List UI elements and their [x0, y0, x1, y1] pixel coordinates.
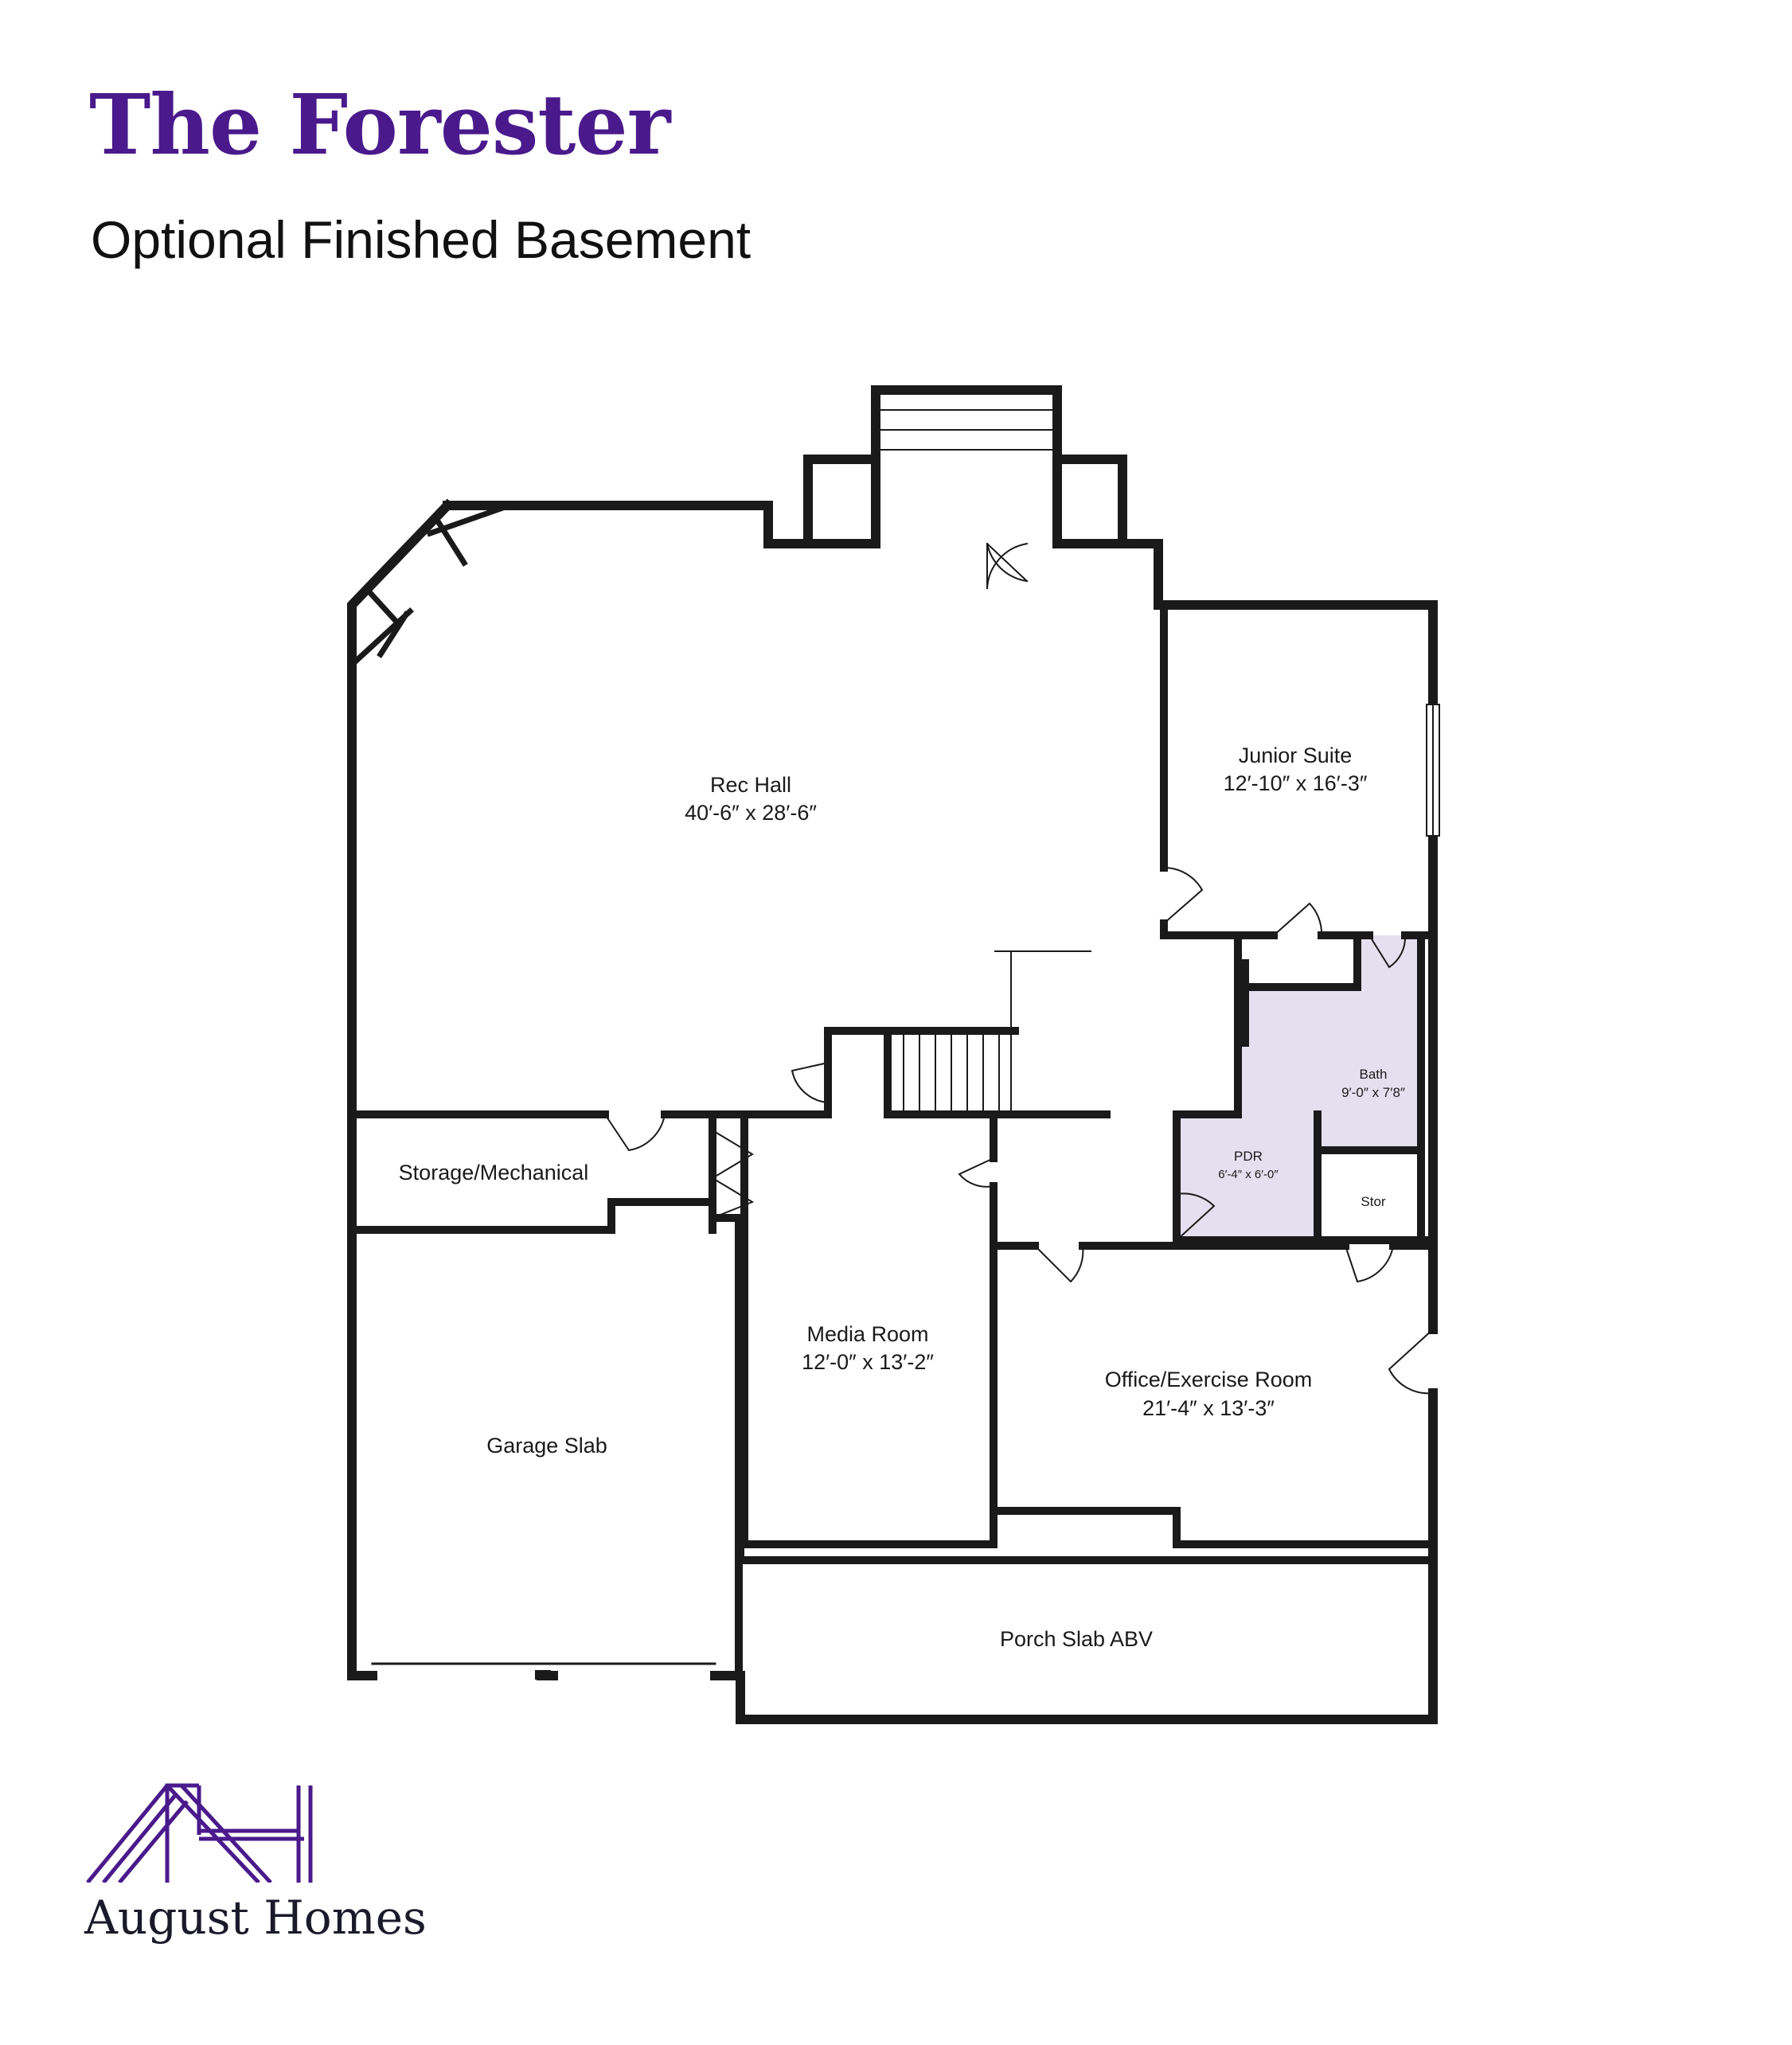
- office-dims: 21′-4″ x 13′-3″: [1142, 1396, 1275, 1420]
- junior-suite-name: Junior Suite: [1239, 743, 1353, 767]
- brand-name: August Homes: [84, 1891, 427, 1945]
- door-swing-pdr: [1175, 1192, 1216, 1242]
- junior-suite-window: [1426, 704, 1440, 837]
- entry-stairs: [875, 409, 1058, 451]
- door-swing-storage: [603, 1113, 666, 1152]
- corner-closets: [348, 501, 513, 669]
- rec-hall-name: Rec Hall: [710, 773, 791, 797]
- interior-stairs: [903, 950, 1091, 1111]
- door-swing-entry: [986, 542, 1029, 583]
- plan-title: The Forester: [89, 76, 670, 174]
- media-room-dims: 12′-0″ x 13′-2″: [802, 1350, 934, 1374]
- plan-subtitle: Optional Finished Basement: [91, 210, 752, 269]
- door-swing-closet: [711, 1129, 755, 1220]
- rec-hall-dims: 40′-6″ x 28′-6″: [685, 801, 817, 825]
- door-swing-media: [958, 1157, 995, 1188]
- bath-wall-block: [1238, 959, 1249, 1047]
- bath-name: Bath: [1360, 1067, 1388, 1082]
- office-name: Office/Exercise Room: [1105, 1368, 1313, 1391]
- door-swing-junior-suite: [1162, 866, 1204, 925]
- media-room-name: Media Room: [806, 1322, 928, 1346]
- pdr-name: PDR: [1234, 1149, 1263, 1164]
- interior-walls: [348, 601, 1437, 1680]
- garage-door: [371, 1662, 716, 1680]
- door-swings: [603, 542, 1435, 1395]
- garage-slab-name: Garage Slab: [486, 1434, 607, 1458]
- stor-name: Stor: [1361, 1194, 1386, 1209]
- door-swing-junior-closet: [1272, 902, 1323, 937]
- ah-monogram-icon: [86, 1783, 313, 1883]
- pdr-dims: 6′-4″ x 6′-0″: [1218, 1168, 1279, 1181]
- porch-slab-name: Porch Slab ABV: [1000, 1627, 1153, 1651]
- door-swing-office: [1033, 1244, 1084, 1283]
- door-swing-stor: [1344, 1244, 1395, 1283]
- door-swing-bath: [1368, 934, 1407, 969]
- door-swing-stair-closet: [791, 1061, 830, 1104]
- junior-suite-dims: 12′-10″ x 16′-3″: [1224, 771, 1368, 795]
- door-swing-exterior: [1388, 1328, 1435, 1395]
- bath-dims: 9′-0″ x 7′8″: [1341, 1085, 1405, 1100]
- storage-mechanical-name: Storage/Mechanical: [399, 1161, 589, 1184]
- room-labels: Rec Hall 40′-6″ x 28′-6″ Junior Suite 12…: [399, 743, 1405, 1651]
